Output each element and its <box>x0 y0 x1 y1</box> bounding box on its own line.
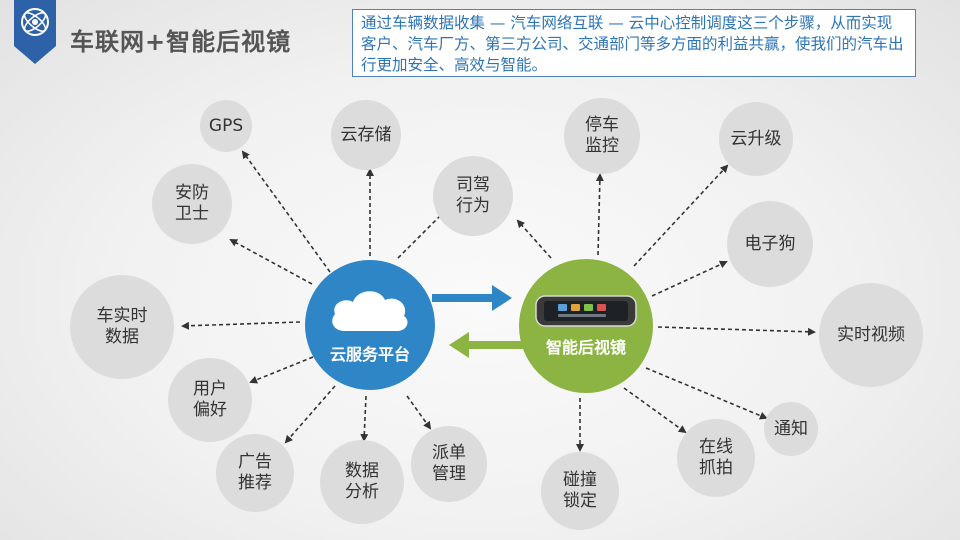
node-notification: 通知 <box>764 402 818 456</box>
hub-smart-mirror: 智能后视镜 <box>519 259 653 393</box>
node-parking-monitor: 停车 监控 <box>564 98 640 174</box>
page-title: 车联网+智能后视镜 <box>70 28 292 56</box>
link-gps <box>241 150 331 273</box>
node-data-analysis: 数据 分析 <box>320 440 404 524</box>
link-video <box>657 326 816 336</box>
link-upgrade <box>633 164 729 267</box>
node-realtime-video: 实时视频 <box>819 283 923 387</box>
link-edog <box>651 260 728 297</box>
node-online-snapshot: 在线 抓拍 <box>677 419 755 497</box>
node-dispatch-management: 派单 管理 <box>411 426 487 502</box>
node-collision-lock: 碰撞 锁定 <box>541 452 619 530</box>
link-preference <box>249 356 314 384</box>
node-ad-recommend: 广告 推荐 <box>216 434 294 512</box>
intro-text: 通过车辆数据收集 — 汽车网络互联 — 云中心控制调度这三个步骤，从而实现客户、… <box>352 9 916 77</box>
link-realtime-data <box>181 321 301 330</box>
cloud-icon <box>332 291 408 331</box>
link-dispatch <box>406 395 432 430</box>
rearview-mirror-icon <box>535 295 637 327</box>
node-electronic-dog: 电子狗 <box>727 201 813 287</box>
hub-mirror-label: 智能后视镜 <box>545 338 626 357</box>
arrow-mirror-to-cloud <box>449 332 524 358</box>
node-user-preference: 用户 偏好 <box>168 358 252 442</box>
link-parking <box>595 173 604 256</box>
link-mirror-driving <box>516 219 552 259</box>
link-ad <box>284 385 336 444</box>
node-driver-behavior: 司驾 行为 <box>433 156 513 236</box>
link-driving <box>397 210 446 259</box>
globe-badge-icon <box>14 0 56 64</box>
node-cloud-storage: 云存储 <box>331 100 401 170</box>
hub-cloud-platform: 云服务平台 <box>305 260 435 390</box>
node-cloud-upgrade: 云升级 <box>719 102 793 176</box>
arrow-cloud-to-mirror <box>432 285 512 311</box>
link-security <box>229 239 313 285</box>
node-gps: GPS <box>200 100 252 152</box>
link-snapshot <box>623 387 687 434</box>
link-analysis <box>360 395 369 442</box>
node-security-guard: 安防 卫士 <box>152 164 232 244</box>
link-notice <box>645 367 768 420</box>
hub-cloud-label: 云服务平台 <box>329 345 410 364</box>
node-realtime-data: 车实时 数据 <box>70 275 174 379</box>
